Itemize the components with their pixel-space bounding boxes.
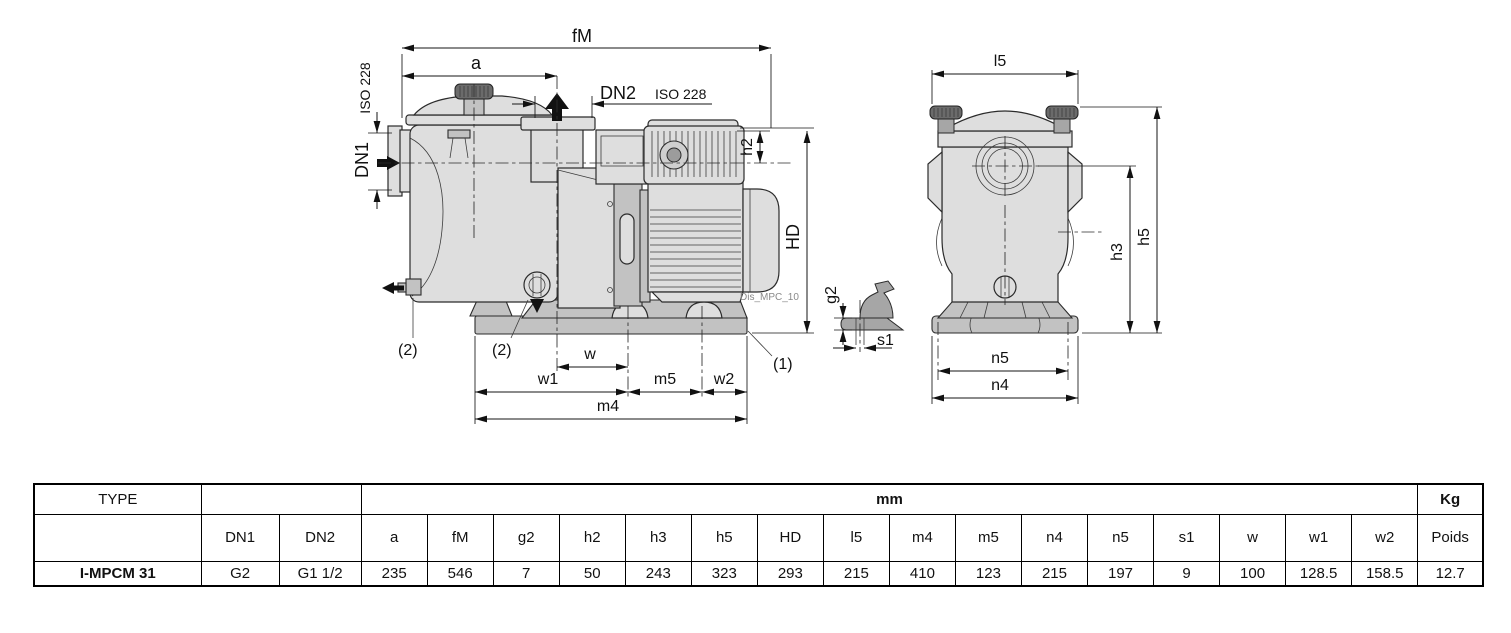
terminal-box (595, 119, 745, 185)
table-columns-row: DN1 DN2 a fM g2 h2 h3 h5 HD l5 m4 m5 n4 … (33, 513, 1484, 562)
motor-fins (650, 209, 741, 288)
unit-mm-header: mm (360, 483, 1419, 515)
col-header-h5: h5 (690, 513, 758, 562)
value-dn1: G2 (200, 560, 280, 587)
value-w: 100 (1219, 560, 1287, 587)
dimensions-table: TYPE mm Kg DN1 DN2 a fM g2 h2 h3 h5 HD l… (33, 483, 1484, 587)
value-m4: 410 (888, 560, 956, 587)
fan-cover (742, 188, 780, 293)
col-header-dn1: DN1 (200, 513, 280, 562)
technical-drawing: fM a DN2 ISO 228 ISO 228 DN1 h2 HD w w1 (352, 26, 1162, 424)
note-1: (1) (773, 356, 793, 373)
dim-label-m5: m5 (654, 371, 676, 388)
value-hd: 293 (756, 560, 824, 587)
table-data-row: I-MPCM 31 G2 G1 1/2 235 546 7 50 243 323… (33, 560, 1484, 587)
dim-label-m4: m4 (597, 398, 619, 415)
dim-label-a: a (471, 53, 482, 73)
col-header-g2: g2 (492, 513, 560, 562)
type-header: TYPE (33, 483, 202, 515)
drawing-code: Dis_MPC_10 (740, 292, 799, 303)
col-header-w2: w2 (1351, 513, 1419, 562)
motor (647, 181, 780, 303)
dim-label-n4: n4 (991, 377, 1009, 394)
value-w2: 158.5 (1351, 560, 1419, 587)
col-header-a: a (360, 513, 428, 562)
pump-front-view: l5 h3 h5 n5 n4 (927, 53, 1162, 404)
dim-label-fm: fM (572, 26, 592, 46)
pump-casing (557, 167, 651, 309)
value-w1: 128.5 (1285, 560, 1353, 587)
dim-label-hd: HD (783, 224, 803, 250)
value-fm: 546 (426, 560, 494, 587)
col-header-w1: w1 (1285, 513, 1353, 562)
dim-label-l5: l5 (994, 53, 1007, 70)
type-spacer-cell (33, 513, 202, 562)
iso-228-label-left: ISO 228 (357, 62, 373, 114)
col-header-w: w (1219, 513, 1287, 562)
front-knobs (929, 105, 1079, 134)
iso-228-label-top: ISO 228 (655, 86, 707, 102)
value-h2: 50 (558, 560, 626, 587)
table-units-row: TYPE mm Kg (33, 483, 1484, 515)
drain-plug-tank (382, 278, 422, 296)
value-h3: 243 (624, 560, 692, 587)
value-m5: 123 (954, 560, 1022, 587)
col-header-l5: l5 (822, 513, 890, 562)
value-g2: 7 (492, 560, 560, 587)
side-view-dimensions: fM a DN2 ISO 228 ISO 228 DN1 h2 HD w w1 (352, 26, 814, 424)
foot-detail-view: g2 s1 (823, 280, 905, 352)
dim-label-w1: w1 (537, 371, 559, 388)
unit-kg-header: Kg (1417, 483, 1484, 515)
dim-label-dn1: DN1 (352, 142, 372, 178)
dim-label-h3: h3 (1109, 243, 1126, 261)
drain-plug-casing (523, 271, 551, 313)
col-header-poids: Poids (1417, 513, 1484, 562)
value-poids: 12.7 (1417, 560, 1484, 587)
col-header-m4: m4 (888, 513, 956, 562)
value-n5: 197 (1086, 560, 1155, 587)
dim-label-n5: n5 (991, 350, 1009, 367)
pump-type-name: I-MPCM 31 (33, 560, 202, 587)
value-dn2: G1 1/2 (278, 560, 362, 587)
value-s1: 9 (1153, 560, 1221, 587)
dim-label-w: w (583, 346, 596, 363)
col-header-dn2: DN2 (278, 513, 362, 562)
dim-label-dn2: DN2 (600, 83, 636, 103)
front-port (972, 136, 1039, 198)
col-header-n5: n5 (1086, 513, 1155, 562)
col-header-h3: h3 (624, 513, 692, 562)
note-2-left: (2) (398, 342, 418, 359)
pump-side-view: fM a DN2 ISO 228 ISO 228 DN1 h2 HD w w1 (352, 26, 814, 424)
units-spacer-cell (200, 483, 362, 515)
col-header-m5: m5 (954, 513, 1022, 562)
dim-label-h2: h2 (739, 138, 756, 156)
lid-clamp (447, 129, 471, 159)
col-header-n4: n4 (1020, 513, 1088, 562)
value-n4: 215 (1020, 560, 1088, 587)
dim-label-h5: h5 (1136, 228, 1153, 246)
col-header-s1: s1 (1153, 513, 1221, 562)
dim-label-w2: w2 (713, 371, 735, 388)
col-header-h2: h2 (558, 513, 626, 562)
col-header-hd: HD (756, 513, 824, 562)
value-h5: 323 (690, 560, 758, 587)
drain-arrow-down-icon (530, 299, 544, 313)
note-2-mid: (2) (492, 342, 512, 359)
dim-label-s1: s1 (877, 332, 894, 349)
drain-arrow-left-icon (382, 282, 394, 294)
front-view-dimensions: l5 h3 h5 n5 n4 (931, 53, 1162, 404)
col-header-fm: fM (426, 513, 494, 562)
dim-label-g2: g2 (823, 286, 840, 304)
value-a: 235 (360, 560, 428, 587)
value-l5: 215 (822, 560, 890, 587)
